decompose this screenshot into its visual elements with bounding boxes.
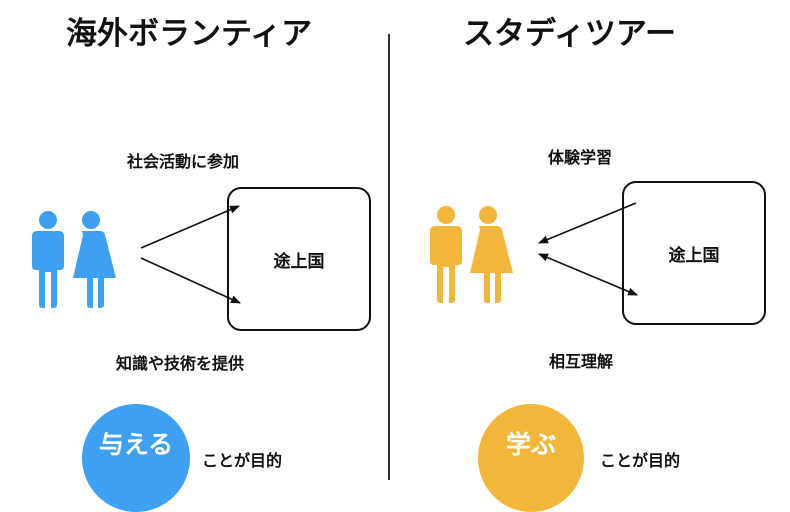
left-badge: 与える	[82, 404, 190, 512]
left-title: 海外ボランティア	[66, 16, 313, 52]
left-arrow-up	[140, 205, 240, 249]
right-title: スタディツアー	[463, 16, 676, 52]
right-arrow-in	[538, 202, 637, 244]
right-badge-label: 学ぶ	[505, 430, 556, 459]
right-badge: 学ぶ	[478, 404, 584, 512]
right-country-label: 途上国	[668, 245, 720, 266]
divider	[388, 34, 390, 480]
right-country-box: 途上国	[622, 181, 766, 325]
left-arrow-down	[140, 257, 241, 304]
right-people-icons	[430, 206, 513, 303]
right-top-label: 体験学習	[548, 148, 613, 167]
left-badge-label: 与える	[98, 430, 174, 459]
right-bottom-label: 相互理解	[549, 352, 614, 371]
woman-icon	[470, 206, 513, 303]
left-purpose: ことが目的	[202, 451, 283, 470]
left-country-label: 途上国	[273, 251, 325, 272]
arrows	[140, 202, 638, 304]
man-icon	[430, 206, 462, 303]
left-country-box: 途上国	[227, 187, 371, 331]
left-bottom-label: 知識や技術を提供	[116, 354, 245, 373]
left-top-label: 社会活動に参加	[127, 152, 240, 171]
right-arrow-two-way	[538, 253, 638, 296]
right-purpose: ことが目的	[600, 451, 681, 470]
left-people-icons	[32, 211, 116, 308]
man-icon	[32, 211, 64, 308]
woman-icon	[73, 211, 116, 308]
